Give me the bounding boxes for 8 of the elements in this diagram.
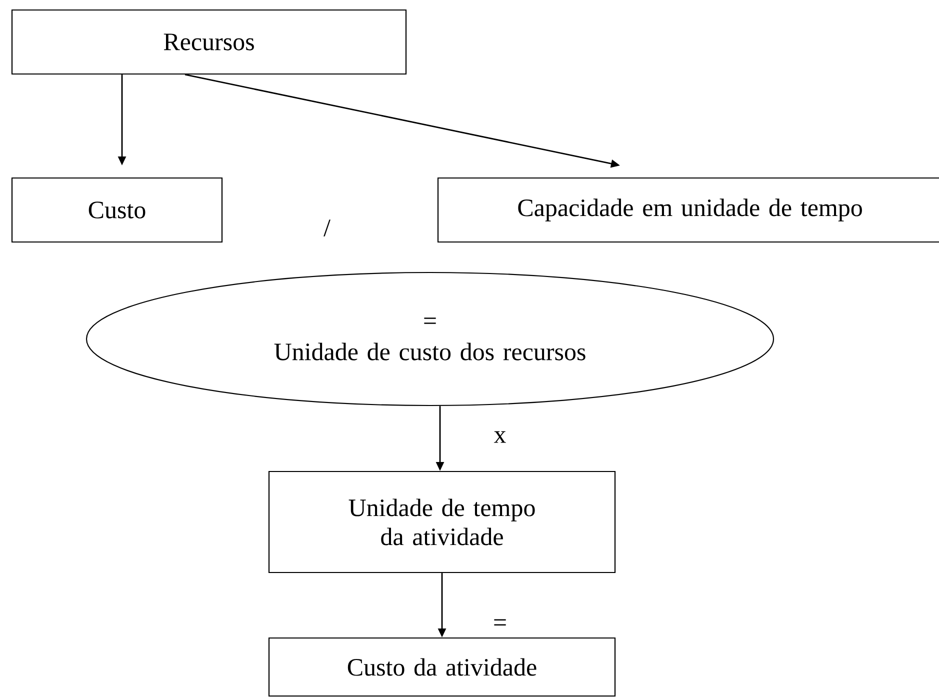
operator-label: / — [324, 220, 330, 236]
process-box: Recursos — [11, 9, 407, 75]
edge-label: = — [492, 618, 508, 632]
process-box: Custo — [11, 177, 223, 243]
process-box: Capacidade em unidade de tempo — [437, 177, 939, 243]
process-box: Unidade de tempo da atividade — [268, 470, 616, 574]
process-box: Custo da atividade — [268, 637, 616, 697]
edge-label: x — [492, 430, 508, 444]
